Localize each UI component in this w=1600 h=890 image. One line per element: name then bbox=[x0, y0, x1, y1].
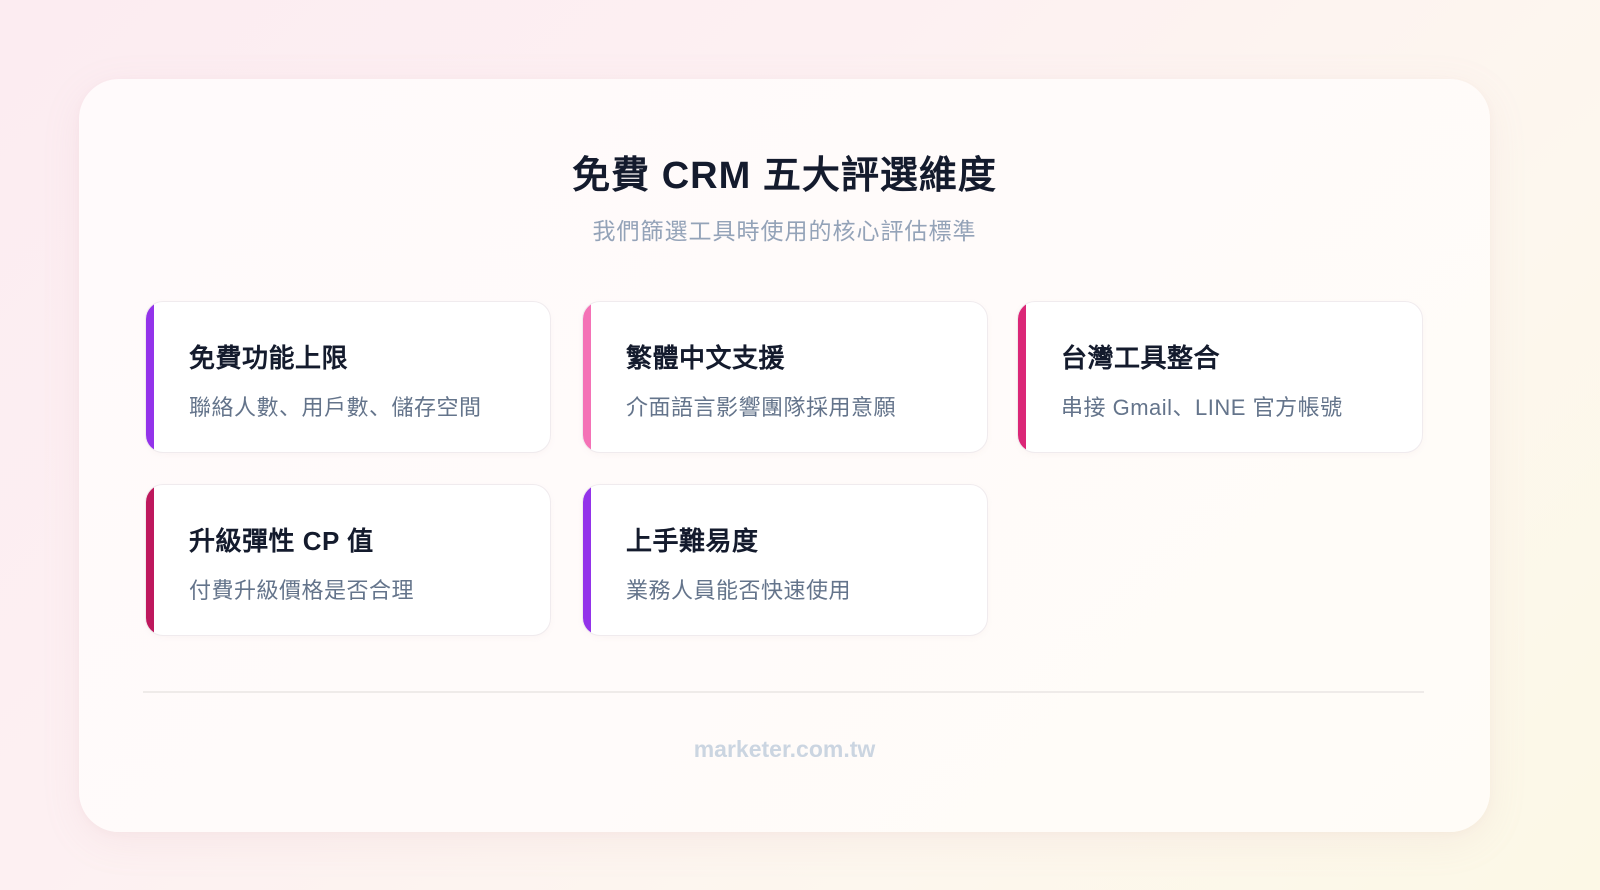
card-title: 上手難易度 bbox=[626, 526, 759, 556]
page-title: 免費 CRM 五大評選維度 bbox=[572, 155, 997, 197]
card-accent-bar bbox=[583, 485, 591, 635]
card-accent-bar bbox=[146, 485, 154, 635]
card-title: 免費功能上限 bbox=[189, 343, 349, 373]
card-title: 台灣工具整合 bbox=[1061, 343, 1221, 373]
card-title: 升級彈性 CP 值 bbox=[189, 526, 374, 556]
criteria-card-chinese-support: 繁體中文支援 介面語言影響團隊採用意願 bbox=[582, 301, 988, 453]
card-title: 繁體中文支援 bbox=[626, 343, 786, 373]
criteria-card-taiwan-integration: 台灣工具整合 串接 Gmail、LINE 官方帳號 bbox=[1017, 301, 1423, 453]
card-accent-bar bbox=[583, 302, 591, 452]
card-description: 串接 Gmail、LINE 官方帳號 bbox=[1061, 395, 1343, 420]
criteria-panel: 免費 CRM 五大評選維度 我們篩選工具時使用的核心評估標準 免費功能上限 聯絡… bbox=[79, 79, 1490, 832]
page-subtitle: 我們篩選工具時使用的核心評估標準 bbox=[592, 218, 977, 244]
card-description: 聯絡人數、用戶數、儲存空間 bbox=[189, 395, 482, 420]
criteria-card-upgrade-value: 升級彈性 CP 值 付費升級價格是否合理 bbox=[145, 484, 551, 636]
source-credit: marketer.com.tw bbox=[693, 736, 876, 762]
card-accent-bar bbox=[146, 302, 154, 452]
criteria-card-free-limits: 免費功能上限 聯絡人數、用戶數、儲存空間 bbox=[145, 301, 551, 453]
card-description: 付費升級價格是否合理 bbox=[189, 578, 415, 603]
criteria-card-ease-of-use: 上手難易度 業務人員能否快速使用 bbox=[582, 484, 988, 636]
card-description: 業務人員能否快速使用 bbox=[626, 578, 852, 603]
footer-divider bbox=[143, 691, 1424, 693]
card-accent-bar bbox=[1018, 302, 1026, 452]
card-description: 介面語言影響團隊採用意願 bbox=[626, 395, 897, 420]
